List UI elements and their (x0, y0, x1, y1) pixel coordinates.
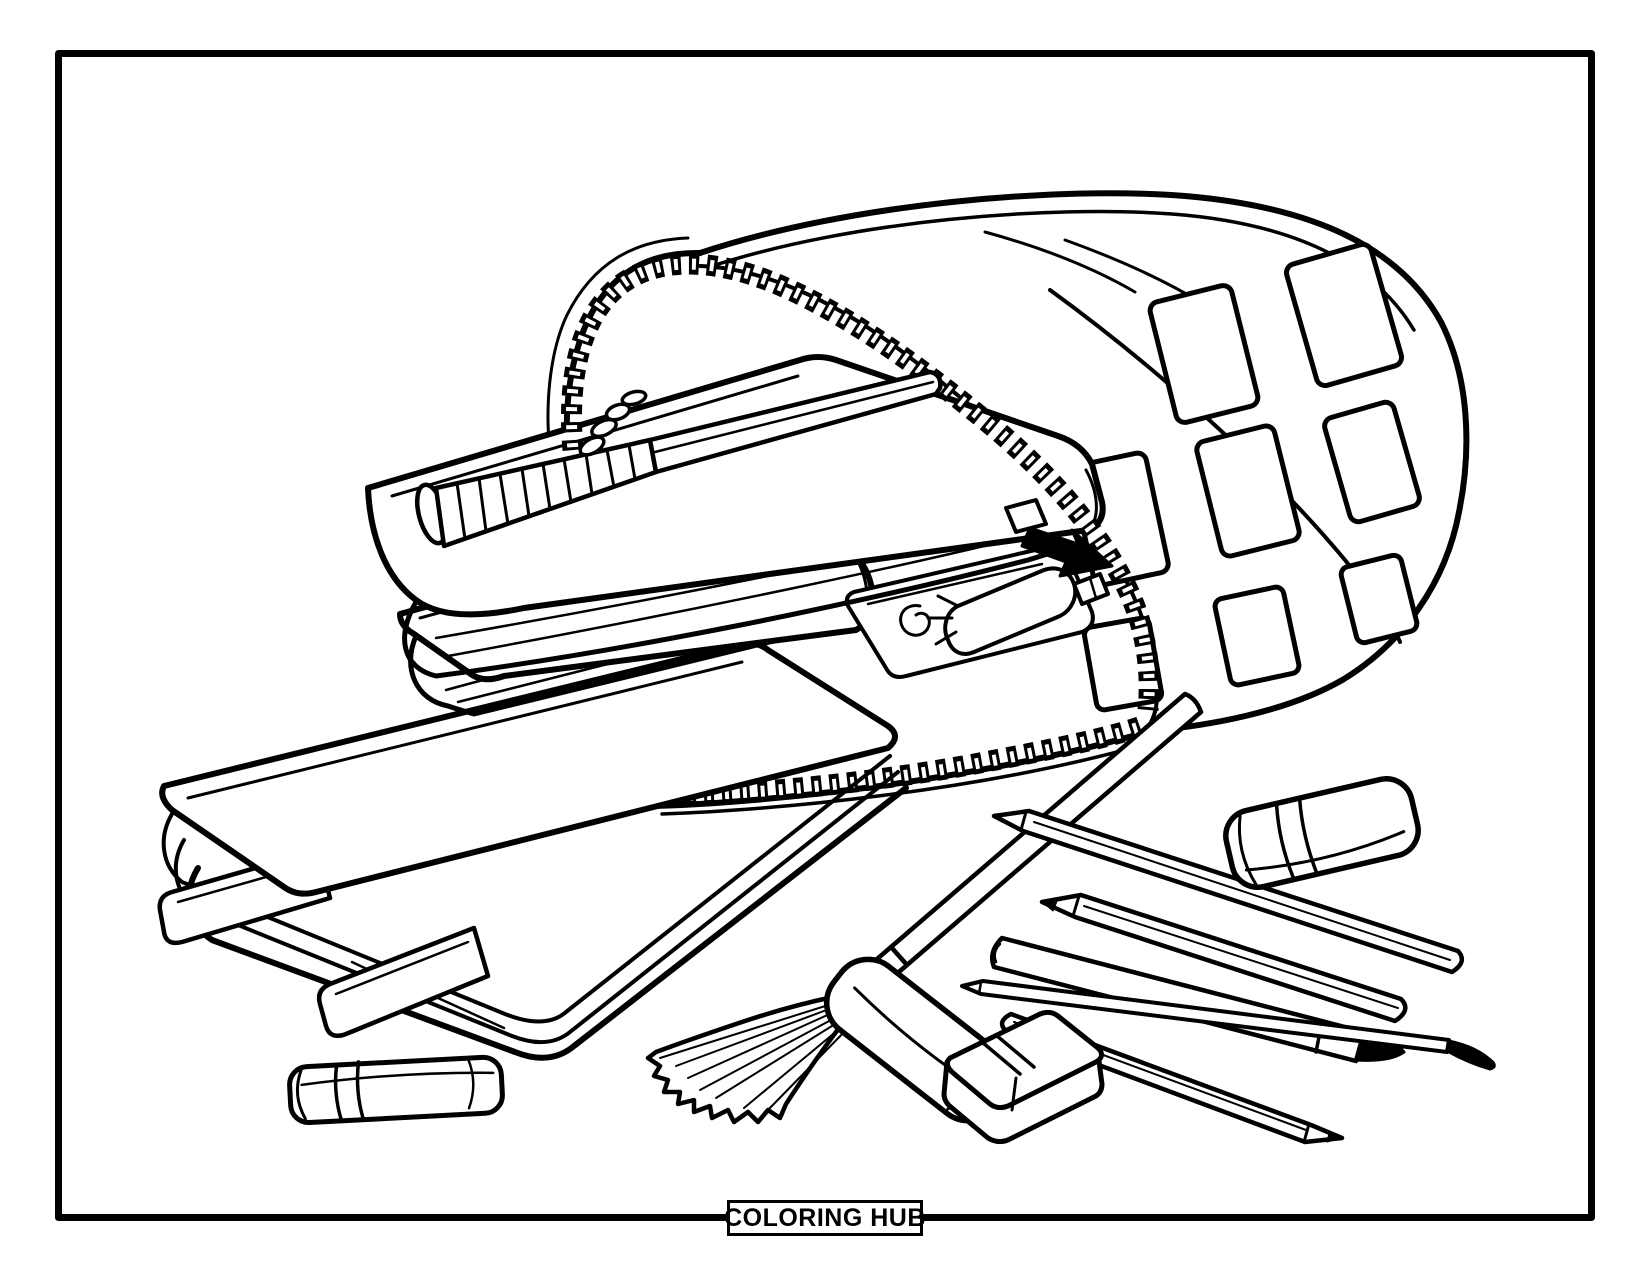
pencil-short (1039, 892, 1408, 1024)
pencil-grip-ribs (455, 443, 637, 541)
pencil-case (546, 190, 1470, 816)
zipper-pull (1004, 498, 1114, 578)
eraser-top-right (1223, 776, 1421, 890)
zipper-teeth-lower (667, 716, 1146, 807)
footer-badge-label: COLORING HUB (724, 1203, 926, 1232)
eraser-left (287, 1054, 505, 1126)
pencil-long (991, 808, 1465, 975)
footer-badge: COLORING HUB (724, 1200, 926, 1236)
brush-pen (960, 979, 1496, 1071)
sketchbook-bottom (157, 640, 909, 1061)
spring-doodle (578, 389, 648, 457)
brush-bristle-lines (659, 1001, 853, 1113)
paint-tube (899, 566, 1110, 656)
eraser-box (941, 1009, 1105, 1145)
zipper-teeth-upper (561, 253, 1160, 712)
round-pencil (414, 369, 943, 549)
